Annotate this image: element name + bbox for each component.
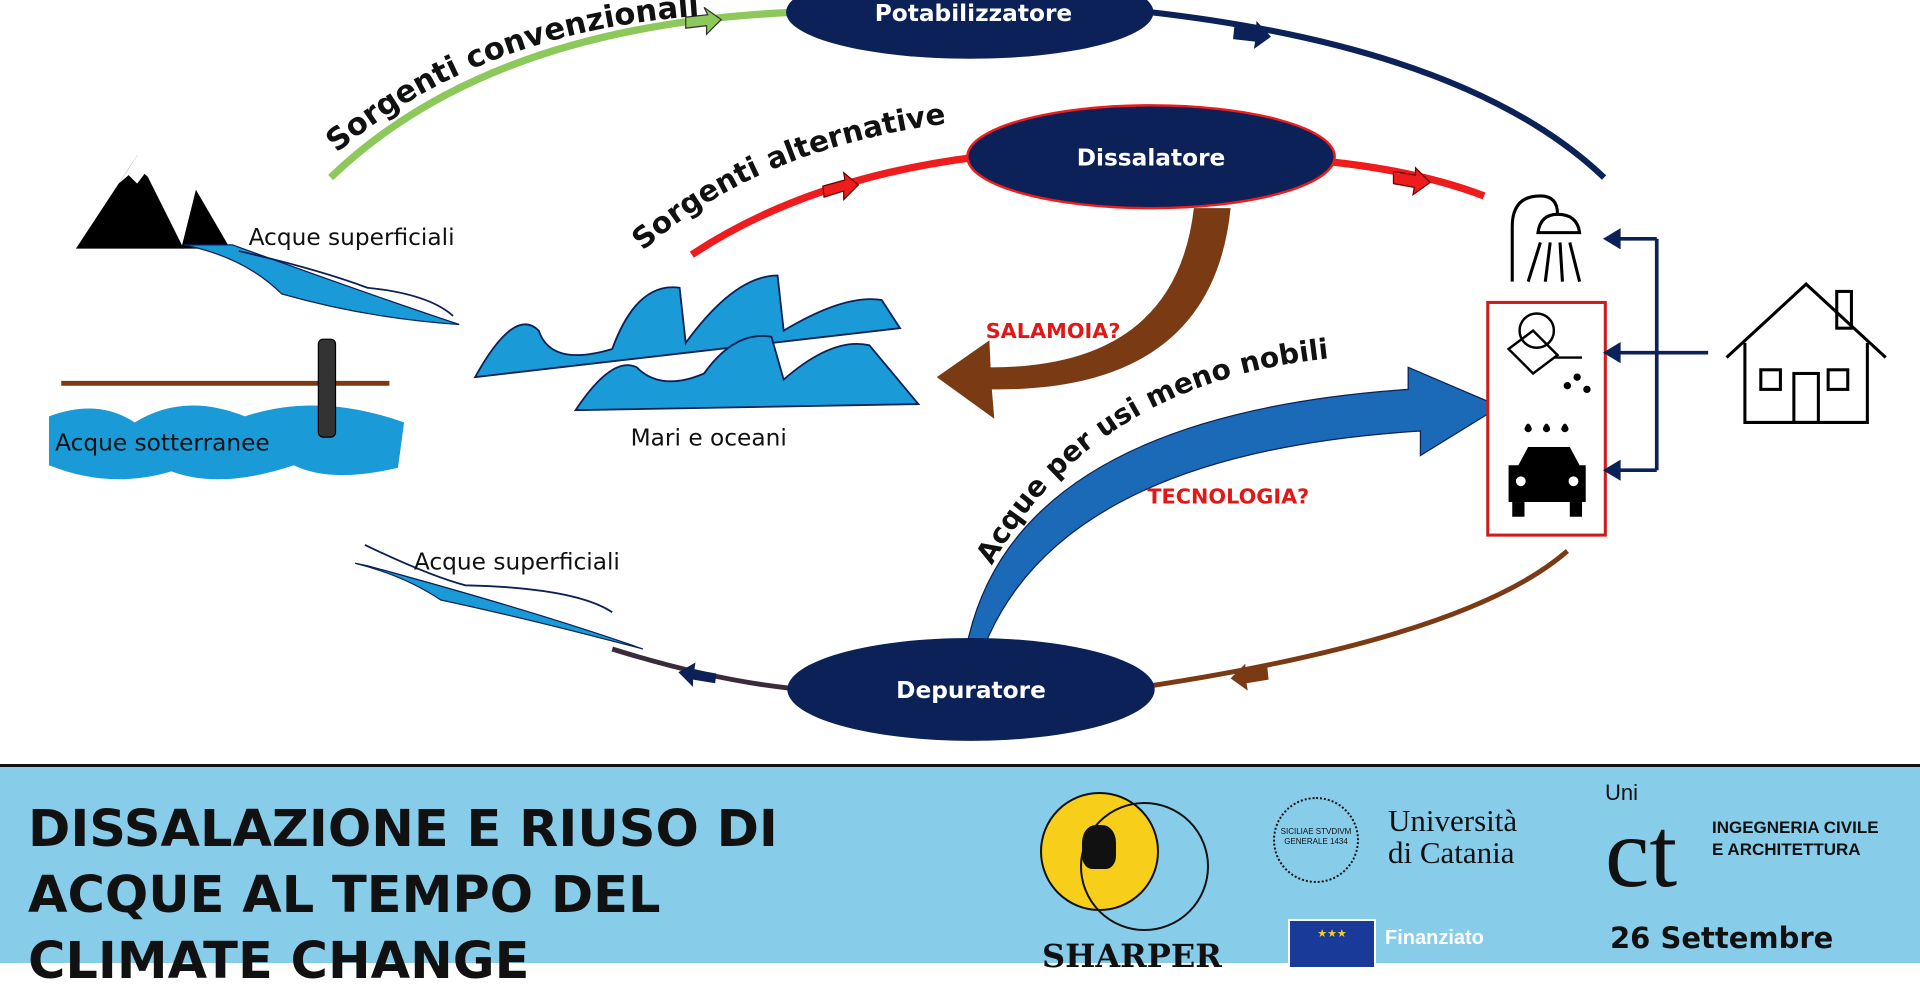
banner: DISSALAZIONE E RIUSO DI ACQUE AL TEMPO D… (0, 764, 1920, 991)
shower-icon (1510, 194, 1582, 283)
surface-water-top-label: Acque superficiali (249, 224, 455, 251)
technology-label: TECNOLOGIA? (1147, 484, 1309, 508)
eu-flag-icon: ★★★ (1288, 919, 1376, 969)
event-date: 26 Settembre (1610, 921, 1834, 955)
surface-water-top (183, 244, 460, 326)
seas-label: Mari e oceani (631, 425, 787, 452)
brine-label: SALAMOIA? (986, 319, 1121, 343)
navy-arrow (1233, 20, 1272, 49)
sharper-logo: SHARPER (1040, 787, 1222, 975)
university-line-1: Università (1388, 803, 1518, 838)
title-line-2: ACQUE AL TEMPO DEL (28, 866, 661, 925)
surface-water-bottom (354, 562, 644, 650)
house-icon (1725, 281, 1887, 424)
dissalatore-label: Dissalatore (1077, 144, 1226, 171)
well-pipe-icon (317, 338, 337, 438)
dissalatore-node (966, 104, 1336, 210)
unict-ct: ct (1605, 797, 1678, 908)
event-title: DISSALAZIONE E RIUSO DI ACQUE AL TEMPO D… (28, 797, 778, 995)
house-supply-lines (1602, 228, 1709, 481)
university-name: Università di Catania (1388, 805, 1517, 869)
department-name: INGEGNERIA CIVILE E ARCHITETTURA (1712, 817, 1879, 861)
title-line-1: DISSALAZIONE E RIUSO DI (28, 800, 778, 859)
potabilizzatore-label: Potabilizzatore (875, 0, 1072, 27)
groundwater-body (48, 405, 405, 480)
red-flow-arc (689, 153, 981, 258)
waves-icon (473, 274, 921, 412)
unict-uni: Uni (1605, 780, 1639, 805)
river-outline-bottom (364, 544, 613, 614)
dark-arc-bottom-left (611, 646, 791, 691)
seal-text: SICILIAE STVDIVM GENERALE 1434 (1280, 827, 1352, 846)
department-line-1: INGEGNERIA CIVILE (1712, 818, 1879, 837)
unict-seal: SICILIAE STVDIVM GENERALE 1434 (1273, 797, 1359, 883)
surface-water-bottom-label: Acque superficiali (414, 548, 620, 575)
title-line-3: CLIMATE CHANGE (28, 932, 530, 991)
department-line-2: E ARCHITETTURA (1712, 840, 1861, 859)
watering-can-icon (1506, 312, 1591, 394)
red-arrow-right (1392, 166, 1432, 197)
depuratore-label: Depuratore (896, 677, 1046, 704)
car-wash-icon (1508, 423, 1586, 517)
green-arrow (685, 6, 723, 36)
river-outline (238, 250, 454, 317)
brine-arrow (936, 208, 1231, 419)
navy-arrow-bottom (678, 662, 717, 687)
unict-logo: Uni ct (1605, 781, 1705, 905)
alternative-sources-label: Sorgenti alternative (625, 97, 947, 256)
sharper-bubble-outline (1080, 802, 1209, 931)
groundwater-label: Acque sotterranee (55, 430, 270, 457)
brown-arrow (1230, 663, 1269, 691)
red-arrow-left (822, 171, 860, 202)
university-line-2: di Catania (1388, 835, 1515, 870)
eu-funded-text: Finanziato (1385, 927, 1484, 949)
brown-arc-bottom (1150, 549, 1569, 689)
mountain-icon (75, 155, 231, 249)
navy-arc-top (1150, 9, 1607, 180)
potabilizzatore-node (786, 0, 1154, 59)
sharper-text: SHARPER (1042, 937, 1222, 975)
water-cycle-diagram: Potabilizzatore Dissalatore Depuratore S… (48, 0, 1887, 741)
owl-icon (1082, 825, 1116, 869)
depuratore-node (787, 637, 1155, 741)
